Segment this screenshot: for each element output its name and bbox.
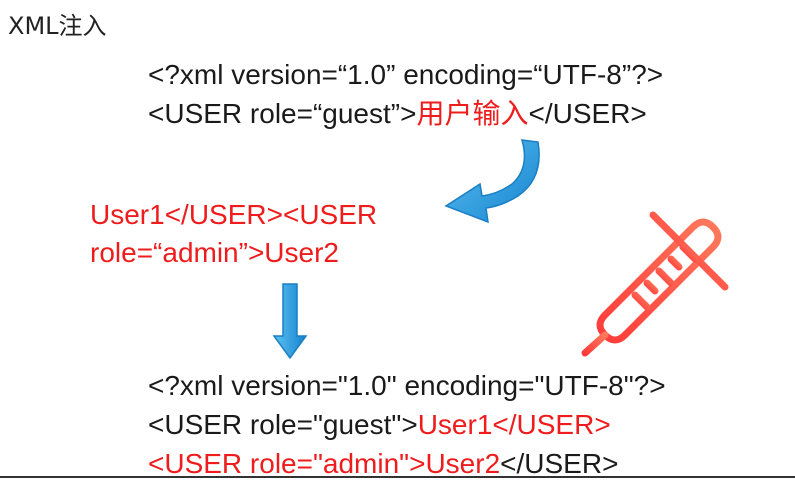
result-guest-element: <USER role="guest">User1</USER>: [148, 408, 611, 442]
result-injected-admin: <USER role="admin">User2: [148, 448, 501, 479]
payload-line-2: role=“admin”>User2: [90, 237, 339, 268]
xml-declaration: <?xml version=“1.0” encoding=“UTF-8”?>: [148, 59, 664, 90]
user-element-template: <USER role=“guest”>用户输入</USER>: [148, 97, 647, 131]
user-input-placeholder: 用户输入: [416, 98, 529, 129]
arrow-down-icon: [272, 283, 308, 360]
result-admin-element: <USER role="admin">User2</USER>: [148, 447, 618, 481]
payload-line-1: User1</USER><USER: [90, 199, 378, 230]
thermometer-icon: [581, 211, 729, 357]
bottom-divider: [0, 476, 795, 478]
result-xml-declaration: <?xml version="1.0" encoding="UTF-8"?>: [148, 370, 666, 401]
result-admin-close-tag: </USER>: [500, 448, 619, 479]
curved-arrow-down-left-icon: [444, 139, 540, 224]
user-open-tag: <USER role=“guest”>: [148, 98, 417, 129]
slide-title: XML注入: [8, 12, 107, 40]
user-close-tag: </USER>: [528, 98, 647, 129]
result-guest-open-tag: <USER role="guest">: [148, 409, 418, 440]
result-injected-close: User1</USER>: [417, 409, 611, 440]
